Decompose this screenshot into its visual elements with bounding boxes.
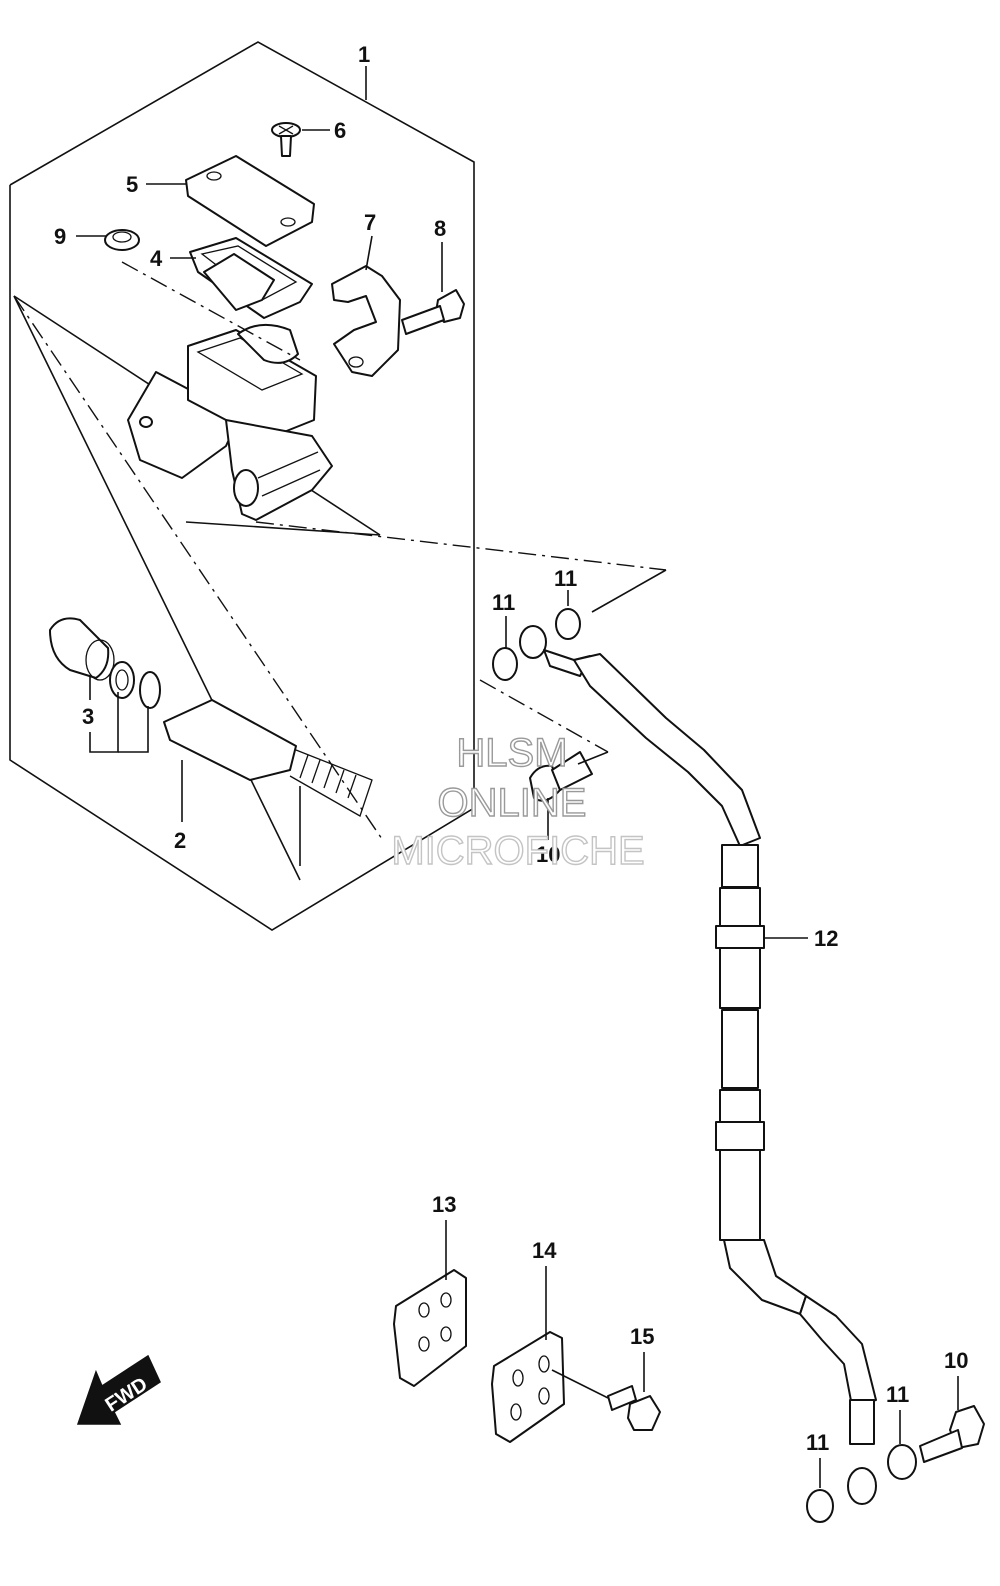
- boot: [104, 229, 140, 251]
- alignment-lines: [13, 261, 667, 843]
- callout-labels: 1 6 5 9 4 7 8 3 2 11 11 10 12 13 14 15 1…: [54, 42, 968, 1455]
- callout-11-lower-left: 11: [806, 1430, 829, 1455]
- callout-11-lower-right: 11: [886, 1382, 909, 1407]
- watermark-line-2: ONLINE: [438, 781, 587, 825]
- fwd-arrow: FWD: [76, 1354, 161, 1425]
- watermark-line-1: HLSM: [456, 731, 567, 775]
- callout-11-upper-left: 11: [492, 590, 515, 615]
- callout-10-upper: 10: [536, 842, 560, 867]
- bracket-14: [491, 1331, 565, 1443]
- master-cylinder-body: [127, 323, 333, 521]
- callout-11-upper-right: 11: [554, 566, 577, 591]
- callout-13: 13: [432, 1192, 456, 1217]
- callout-10-lower: 10: [944, 1348, 968, 1373]
- clamp: [331, 265, 401, 377]
- clamp-bolt: [401, 289, 465, 335]
- callout-1: 1: [358, 42, 370, 67]
- leader-lines: [76, 66, 959, 1488]
- callout-14: 14: [532, 1238, 557, 1263]
- callout-2: 2: [174, 828, 186, 853]
- watermark-line-3: MICROFICHE: [391, 829, 644, 873]
- callout-8: 8: [434, 216, 446, 241]
- watermark: HLSM ONLINE MICROFICHE: [391, 730, 646, 873]
- screw: [271, 122, 301, 157]
- brake-hose: [492, 608, 917, 1523]
- reservoir-cap: [185, 155, 315, 247]
- callout-4: 4: [150, 246, 163, 271]
- callout-7: 7: [364, 210, 376, 235]
- callout-15: 15: [630, 1324, 654, 1349]
- callout-9: 9: [54, 224, 66, 249]
- bracket-13: [393, 1269, 467, 1387]
- callout-12: 12: [814, 926, 838, 951]
- callout-3: 3: [82, 704, 94, 729]
- union-bolt-lower: [919, 1405, 985, 1463]
- callout-6: 6: [334, 118, 346, 143]
- bracket-bolt: [607, 1385, 661, 1431]
- callout-5: 5: [126, 172, 138, 197]
- union-bolt-upper: [529, 751, 593, 802]
- diaphragm: [189, 237, 313, 319]
- piston-kit: [49, 617, 373, 817]
